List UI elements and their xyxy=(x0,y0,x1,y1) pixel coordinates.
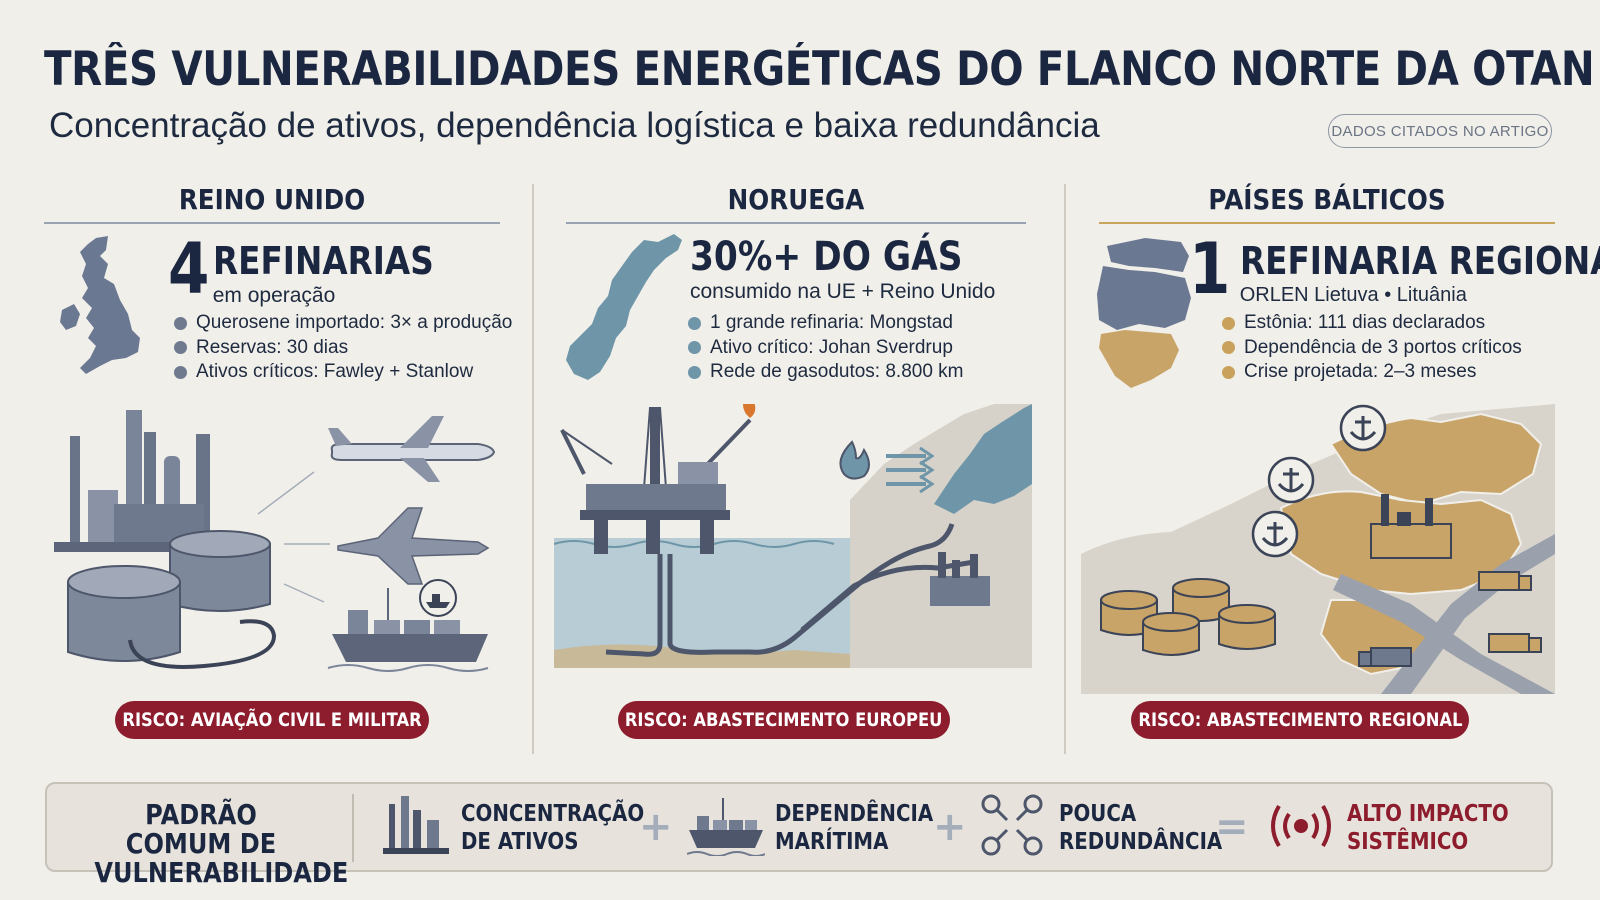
refinery-icon xyxy=(1370,494,1452,559)
divider xyxy=(352,794,354,862)
page-subtitle: Concentração de ativos, dependência logí… xyxy=(49,106,1100,145)
big-label: 30%+ DO GÁS xyxy=(690,234,963,280)
risk-badge: RISCO: ABASTECIMENTO REGIONAL xyxy=(1131,701,1469,739)
anchor-icon xyxy=(1339,404,1387,452)
column-rule xyxy=(566,222,1026,224)
source-badge: DADOS CITADOS NO ARTIGO xyxy=(1328,114,1552,148)
storage-tank-icon xyxy=(67,530,277,669)
bullet-list: 1 grande refinaria: Mongstad Ativo críti… xyxy=(688,311,964,385)
bullet-dot xyxy=(688,341,701,355)
headline-stat: 30%+ DO GÁS consumido na UE + Reino Unid… xyxy=(690,234,1007,304)
offshore-illustration xyxy=(554,404,1032,668)
storage-tank-icon xyxy=(1100,578,1276,656)
column-rule xyxy=(44,222,500,224)
list-item: Ativo crítico: Johan Sverdrup xyxy=(688,336,964,361)
refinery-icon xyxy=(930,552,990,606)
column-divider xyxy=(532,184,534,754)
list-item: Reservas: 30 dias xyxy=(174,336,512,361)
risk-badge: RISCO: ABASTECIMENTO EUROPEU xyxy=(618,701,950,739)
bullet-list: Estônia: 111 dias declarados Dependência… xyxy=(1222,311,1522,385)
headline-stat: 4 REFINARIAS em operação xyxy=(168,234,469,308)
big-label: REFINARIA REGIONAL xyxy=(1239,239,1600,283)
list-item: Ativos críticos: Fawley + Stanlow xyxy=(174,360,512,385)
bullet-dot xyxy=(1222,365,1235,379)
page-title: TRÊS VULNERABILIDADES ENERGÉTICAS DO FLA… xyxy=(44,42,1595,97)
network-icon xyxy=(981,794,1043,856)
fighter-jet-icon xyxy=(337,507,490,585)
plus-sign: + xyxy=(639,804,673,850)
list-item: Crise projetada: 2–3 meses xyxy=(1222,360,1522,385)
column-norway: NORUEGA 30%+ DO GÁS consumido na UE + Re… xyxy=(554,176,1032,756)
list-item: Dependência de 3 portos críticos xyxy=(1222,336,1522,361)
uk-map-icon xyxy=(60,236,140,374)
column-uk: REINO UNIDO 4 REFINARIAS em operação Que… xyxy=(44,176,512,756)
truck-icon xyxy=(1358,647,1412,667)
big-label: REFINARIAS xyxy=(212,239,434,283)
equals-sign: = xyxy=(1215,804,1249,850)
small-label: consumido na UE + Reino Unido xyxy=(690,280,996,303)
gas-flame-icon xyxy=(839,440,935,494)
column-title: PAÍSES BÁLTICOS xyxy=(1208,183,1446,216)
pattern-item: CONCENTRAÇÃO DE ATIVOS xyxy=(461,801,645,855)
common-pattern-panel: PADRÃO COMUM DE VULNERABILIDADE CONCENTR… xyxy=(45,782,1553,887)
cargo-ship-icon xyxy=(687,798,765,856)
big-number: 1 xyxy=(1189,228,1231,310)
baltic-logistics-illustration xyxy=(1081,404,1555,694)
bullet-dot xyxy=(1222,341,1235,355)
refinery-icon xyxy=(383,796,449,854)
bullet-dot xyxy=(174,316,187,330)
bullet-dot xyxy=(1222,316,1235,330)
risk-badge: RISCO: AVIAÇÃO CIVIL E MILITAR xyxy=(115,701,429,739)
small-label: ORLEN Lietuva • Lituânia xyxy=(1239,284,1467,306)
list-item: Querosene importado: 3× a produção xyxy=(174,311,512,336)
bullet-dot xyxy=(174,341,187,355)
column-divider xyxy=(1064,184,1066,754)
pattern-title: PADRÃO COMUM DE VULNERABILIDADE xyxy=(94,798,349,889)
anchor-icon xyxy=(1251,510,1299,558)
refinery-illustration xyxy=(54,410,496,672)
column-title: REINO UNIDO xyxy=(178,183,366,216)
headline-stat: 1 REFINARIA REGIONAL ORLEN Lietuva • Lit… xyxy=(1189,234,1600,307)
big-number: 4 xyxy=(168,228,210,310)
norway-map-icon xyxy=(566,234,682,380)
airplane-icon xyxy=(328,416,496,482)
small-label: em operação xyxy=(212,284,336,307)
alarm-signal-icon xyxy=(1271,804,1331,848)
bullet-list: Querosene importado: 3× a produção Reser… xyxy=(174,311,512,385)
baltic-map-icon xyxy=(1097,238,1191,388)
cargo-ship-icon xyxy=(327,579,489,672)
column-baltics: PAÍSES BÁLTICOS 1 REFINARIA REGIONAL ORL… xyxy=(1081,176,1600,756)
pattern-item: DEPENDÊNCIA MARÍTIMA xyxy=(775,801,934,855)
list-item: 1 grande refinaria: Mongstad xyxy=(688,311,964,336)
bullet-dot xyxy=(174,365,187,379)
bullet-dot xyxy=(688,316,701,330)
pattern-item: POUCA REDUNDÂNCIA xyxy=(1059,801,1223,855)
bullet-dot xyxy=(688,365,701,379)
truck-icon xyxy=(1478,571,1542,653)
oil-platform-icon xyxy=(560,404,756,554)
list-item: Rede de gasodutos: 8.800 km xyxy=(688,360,964,385)
pipeline-icon xyxy=(605,523,975,657)
column-title: NORUEGA xyxy=(727,183,865,216)
column-rule xyxy=(1099,222,1555,224)
list-item: Estônia: 111 dias declarados xyxy=(1222,311,1522,336)
anchor-icon xyxy=(1267,456,1315,504)
pattern-result: ALTO IMPACTO SISTÊMICO xyxy=(1347,801,1509,855)
plus-sign: + xyxy=(933,804,967,850)
